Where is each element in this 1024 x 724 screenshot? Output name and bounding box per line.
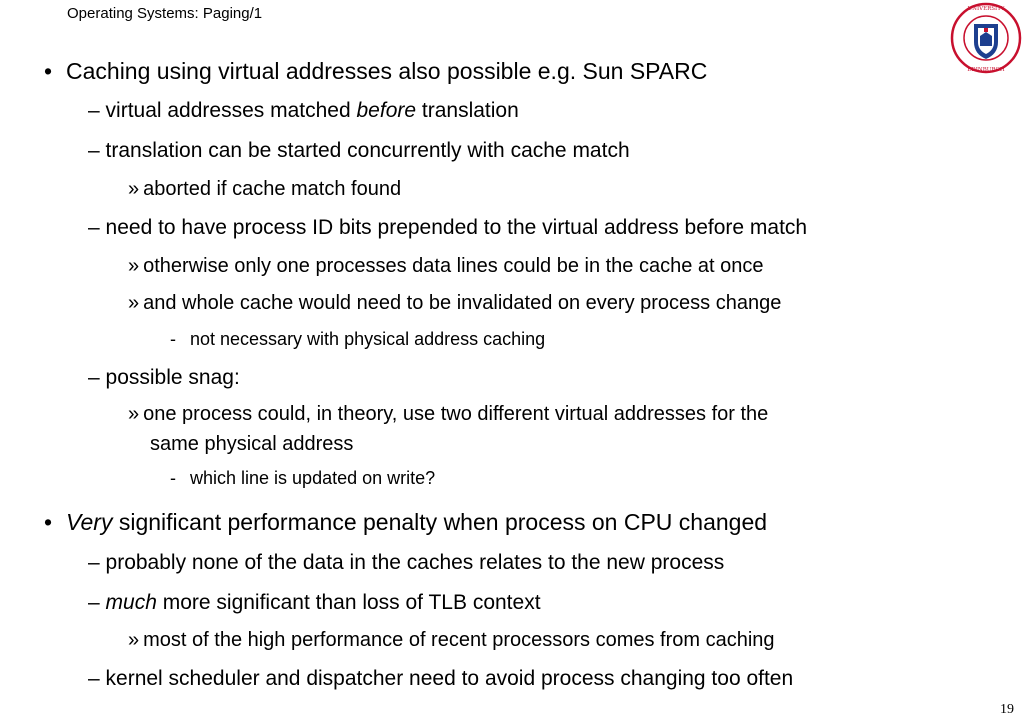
sub-marker: » bbox=[128, 178, 140, 200]
sub-text: possible snag: bbox=[105, 366, 240, 389]
bullet-marker: • bbox=[44, 509, 53, 535]
dash-marker: – bbox=[88, 667, 100, 690]
subsub-item: »and whole cache would need to be invali… bbox=[128, 292, 781, 315]
subsub-text: and whole cache would need to be invalid… bbox=[143, 292, 782, 314]
subsub-text: most of the high performance of recent p… bbox=[143, 629, 775, 651]
subsub-text: otherwise only one processes data lines … bbox=[143, 255, 764, 277]
svg-text:EDINBURGH: EDINBURGH bbox=[967, 67, 1005, 73]
sub-item: – virtual addresses matched before trans… bbox=[88, 99, 519, 123]
bullet-text: significant performance penalty when pro… bbox=[112, 509, 768, 535]
dash-marker: – bbox=[88, 551, 100, 574]
sub-item: – possible snag: bbox=[88, 366, 240, 390]
subsub-item: »one process could, in theory, use two d… bbox=[128, 403, 768, 426]
bullet-text: Caching using virtual addresses also pos… bbox=[66, 58, 708, 84]
dash-marker: – bbox=[88, 99, 100, 122]
sub-item: – translation can be started concurrentl… bbox=[88, 139, 630, 163]
bullet-marker: • bbox=[44, 58, 53, 84]
note-text: which line is updated on write? bbox=[190, 468, 436, 488]
sub-marker: » bbox=[128, 403, 140, 425]
svg-text:UNIVERSITY: UNIVERSITY bbox=[968, 6, 1005, 12]
note-item: -which line is updated on write? bbox=[170, 468, 435, 489]
subsub-continuation: same physical address bbox=[150, 433, 354, 455]
sub-item: – need to have process ID bits prepended… bbox=[88, 216, 807, 240]
page-number: 19 bbox=[1000, 702, 1014, 717]
sub-text: virtual addresses matched bbox=[105, 99, 357, 122]
sub-text: translation bbox=[416, 99, 519, 122]
dash-marker: – bbox=[88, 366, 100, 389]
subsub-item: »aborted if cache match found bbox=[128, 178, 401, 201]
sub-item: – much more significant than loss of TLB… bbox=[88, 591, 541, 615]
hyphen-marker: - bbox=[170, 329, 176, 349]
hyphen-marker: - bbox=[170, 468, 176, 488]
subsub-item: »otherwise only one processes data lines… bbox=[128, 255, 764, 278]
sub-item: – kernel scheduler and dispatcher need t… bbox=[88, 667, 793, 691]
note-item: -not necessary with physical address cac… bbox=[170, 329, 545, 350]
emphasis-text: Very bbox=[66, 509, 113, 535]
sub-marker: » bbox=[128, 292, 140, 314]
bullet-item: • Caching using virtual addresses also po… bbox=[44, 58, 707, 85]
sub-text: translation can be started concurrently … bbox=[105, 139, 630, 162]
bullet-item: • Very significant performance penalty wh… bbox=[44, 509, 767, 536]
sub-text: kernel scheduler and dispatcher need to … bbox=[105, 667, 794, 690]
emphasis-text: much bbox=[105, 591, 157, 614]
sub-text: more significant than loss of TLB contex… bbox=[156, 591, 541, 614]
sub-marker: » bbox=[128, 629, 140, 651]
dash-marker: – bbox=[88, 591, 100, 614]
sub-text: probably none of the data in the caches … bbox=[105, 551, 725, 574]
emphasis-text: before bbox=[356, 99, 417, 122]
sub-item: – probably none of the data in the cache… bbox=[88, 551, 724, 575]
slide-header: Operating Systems: Paging/1 bbox=[67, 5, 263, 22]
sub-text: need to have process ID bits prepended t… bbox=[105, 216, 808, 239]
dash-marker: – bbox=[88, 139, 100, 162]
subsub-text: one process could, in theory, use two di… bbox=[143, 403, 769, 425]
subsub-item: »most of the high performance of recent … bbox=[128, 629, 775, 652]
university-logo: UNIVERSITY EDINBURGH bbox=[950, 2, 1022, 74]
sub-marker: » bbox=[128, 255, 140, 277]
subsub-text: aborted if cache match found bbox=[143, 178, 402, 200]
dash-marker: – bbox=[88, 216, 100, 239]
note-text: not necessary with physical address cach… bbox=[190, 329, 546, 349]
